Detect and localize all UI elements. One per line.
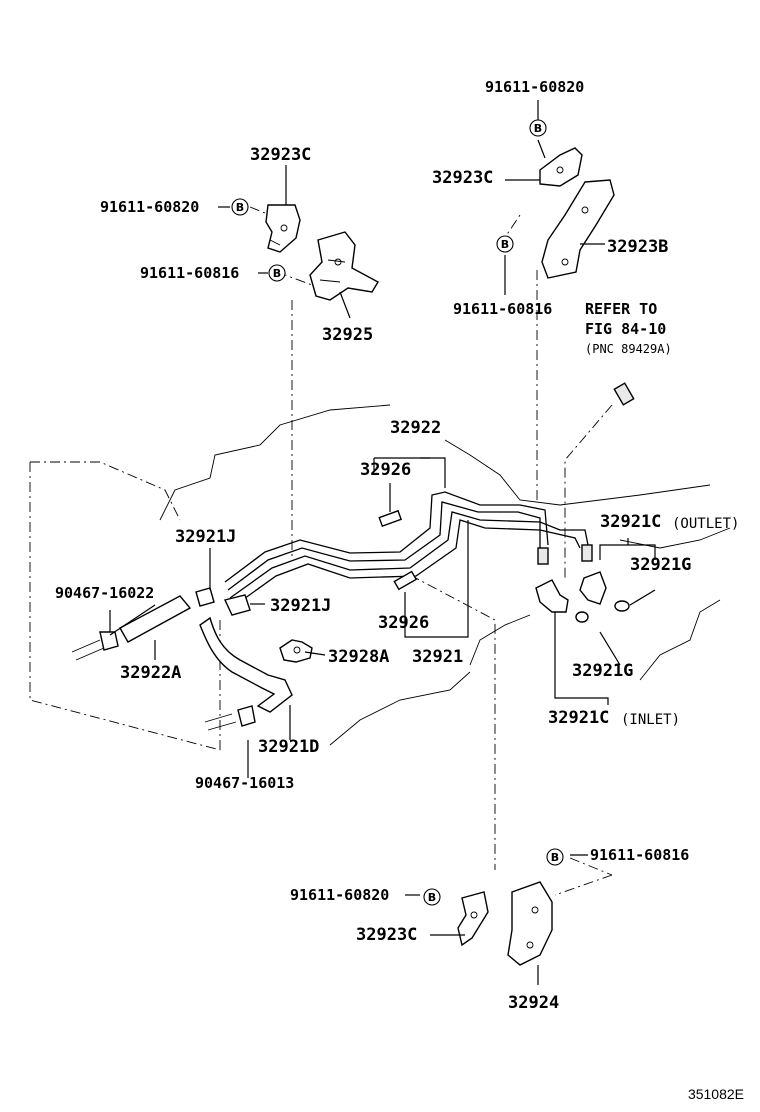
phantom-leaders <box>249 206 613 896</box>
bolt-marker-3: B <box>268 264 286 282</box>
label-32924: 32924 <box>508 993 559 1013</box>
hose-32922a <box>71 587 215 661</box>
clamp-32925 <box>309 231 379 301</box>
label-32923c-c: 32923C <box>356 925 417 945</box>
bolt-marker-1: B <box>529 119 547 137</box>
label-32922: 32922 <box>390 418 441 438</box>
bracket-32924 <box>507 881 553 966</box>
label-32923b: 32923B <box>607 237 668 257</box>
label-32928a: 32928A <box>328 647 389 667</box>
label-32921c-outlet: 32921C <box>600 512 661 532</box>
label-91611-60820-b: 91611-60820 <box>485 78 584 96</box>
bolt-marker-2: B <box>231 198 249 216</box>
figure-code: 351082E <box>687 1086 744 1102</box>
label-32926-a: 32926 <box>360 460 411 480</box>
bolt-marker-letter: B <box>236 201 244 214</box>
bracket-32923c-top-right <box>539 147 583 187</box>
caption-outlet: (OUTLET) <box>672 516 739 532</box>
hose-32921d <box>199 594 293 731</box>
fittings-32921c <box>535 571 607 613</box>
label-32921: 32921 <box>412 647 463 667</box>
pipe-assembly <box>224 491 593 607</box>
label-91611-60820-a: 91611-60820 <box>100 198 199 216</box>
label-91611-60816-c: 91611-60816 <box>590 846 689 864</box>
label-90467-16013: 90467-16013 <box>195 774 294 792</box>
label-32921j-b: 32921J <box>270 596 331 616</box>
label-32923c-a: 32923C <box>250 145 311 165</box>
bracket-32923c-bottom <box>457 891 489 947</box>
bolt-marker-letter: B <box>501 238 509 251</box>
bracket-32923b <box>541 179 615 279</box>
refer-line-2: FIG 84-10 <box>585 320 666 338</box>
refer-line-3: (PNC 89429A) <box>585 342 672 356</box>
collars-32926 <box>378 509 418 591</box>
label-32921g-a: 32921G <box>630 555 691 575</box>
label-90467-16022: 90467-16022 <box>55 584 154 602</box>
leader-lines <box>109 100 656 985</box>
bolt-marker-4: B <box>496 235 514 253</box>
transmission-outline <box>29 404 731 751</box>
clip-32928a <box>279 639 313 663</box>
bolt-marker-letter: B <box>428 891 436 904</box>
bolt-marker-6: B <box>423 888 441 906</box>
label-32921j-a: 32921J <box>175 527 236 547</box>
refer-line-1: REFER TO <box>585 300 657 318</box>
label-32922a: 32922A <box>120 663 181 683</box>
bolt-marker-letter: B <box>273 267 281 280</box>
bolt-marker-letter: B <box>534 122 542 135</box>
caption-inlet: (INLET) <box>621 712 680 728</box>
bolt-marker-letter: B <box>551 851 559 864</box>
label-91611-60820-c: 91611-60820 <box>290 886 389 904</box>
label-91611-60816-b: 91611-60816 <box>453 300 552 318</box>
bracket-32923c-top-left <box>265 204 301 253</box>
label-32921g-b: 32921G <box>572 661 633 681</box>
label-32926-b: 32926 <box>378 613 429 633</box>
label-91611-60816-a: 91611-60816 <box>140 264 239 282</box>
gaskets-32921g <box>575 600 630 623</box>
label-32923c-b: 32923C <box>432 168 493 188</box>
label-32925: 32925 <box>322 325 373 345</box>
union-fitting <box>613 382 635 406</box>
label-32921c-inlet: 32921C <box>548 708 609 728</box>
label-32921d: 32921D <box>258 737 319 757</box>
bolt-marker-5: B <box>546 848 564 866</box>
